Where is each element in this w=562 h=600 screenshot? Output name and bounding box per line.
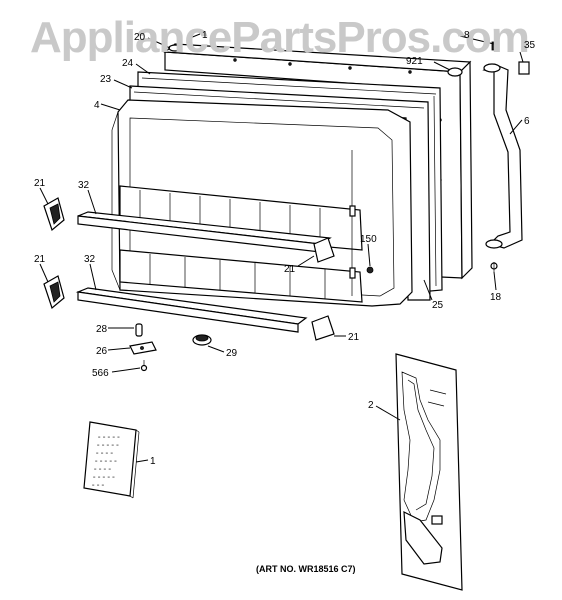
- door-insulation-panel: [395, 353, 463, 591]
- booklet-line: = = = = =: [95, 458, 117, 463]
- callout-label: 32: [84, 254, 96, 265]
- door-stop-bracket: [129, 341, 157, 355]
- bar-end-cap-left-upper: [43, 197, 65, 232]
- bracket-screw: [140, 360, 148, 372]
- top-hinge-screws: [168, 35, 496, 77]
- booklet-line: = = = =: [96, 450, 113, 455]
- booklet-line: = = = =: [94, 466, 111, 471]
- callout-label: 21: [34, 178, 46, 189]
- callout-label: 23: [100, 74, 112, 85]
- plug-button: [192, 334, 212, 346]
- door-handle: [482, 63, 523, 249]
- callout-label: 26: [96, 346, 108, 357]
- callout-label: 21: [284, 264, 296, 275]
- callout-label: 150: [360, 234, 377, 245]
- callout-label: 20: [134, 32, 146, 43]
- inner-door-liner: [111, 99, 413, 307]
- callout-labels: 20 1 8 35 921 24 23 4 6 21 32 150 21 21 …: [34, 30, 536, 467]
- callout-label: 921: [406, 56, 423, 67]
- booklet-line: = = = = =: [98, 434, 120, 439]
- callout-label: 18: [490, 292, 502, 303]
- callout-label: 1: [202, 30, 208, 41]
- callout-label: 4: [94, 100, 100, 111]
- callout-label: 21: [34, 254, 46, 265]
- leader-lines: [39, 33, 524, 463]
- callout-label: 25: [432, 300, 444, 311]
- callout-label: 32: [78, 180, 90, 191]
- bar-end-cap-right-lower: [311, 315, 335, 341]
- bar-end-cap-right-upper: [313, 237, 335, 263]
- booklet-line: = = = = =: [97, 442, 119, 447]
- callout-label: 24: [122, 58, 134, 69]
- callout-label: 566: [92, 368, 109, 379]
- booklet-line: = = =: [92, 482, 105, 487]
- callout-label: 6: [524, 116, 530, 127]
- booklet-line: = = = = =: [93, 474, 115, 479]
- callout-label: 2: [368, 400, 374, 411]
- callout-label: 29: [226, 348, 238, 359]
- callout-label: 28: [96, 324, 108, 335]
- handle-screw: [490, 262, 498, 272]
- callout-label: 35: [524, 40, 536, 51]
- handle-cap: [518, 61, 530, 75]
- watermark: AppliancePartsPros.com: [30, 13, 529, 62]
- shelf-bar-lower: [75, 287, 308, 333]
- callout-label: 1: [150, 456, 156, 467]
- art-number: (ART NO. WR18516 C7): [256, 564, 356, 574]
- instruction-booklet: = = = = = = = = = = = = = = = = = = = = …: [83, 421, 140, 499]
- callout-label: 21: [348, 332, 360, 343]
- stop-pin: [135, 323, 143, 337]
- callout-label: 8: [464, 30, 470, 41]
- shelf-support-clip: [366, 266, 374, 274]
- bar-end-cap-left-lower: [43, 275, 65, 310]
